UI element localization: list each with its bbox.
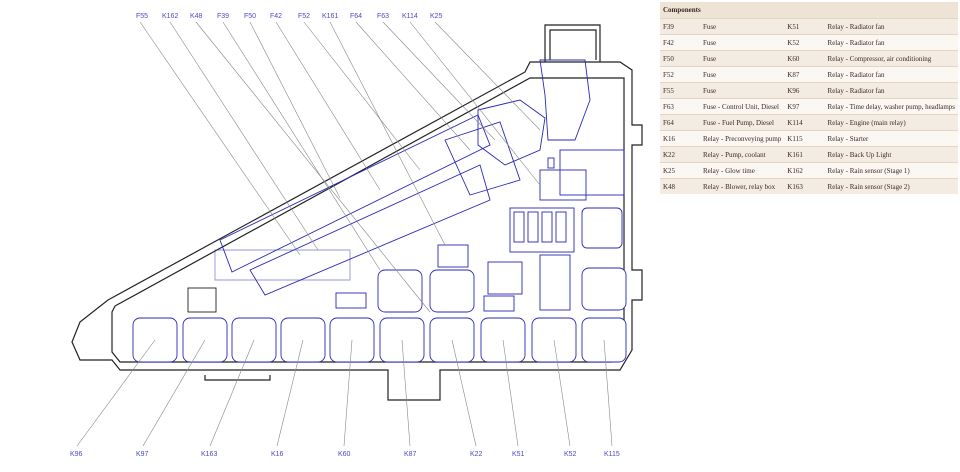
- legend-code: F52: [660, 66, 700, 83]
- label-top: F42: [270, 13, 282, 20]
- legend-description: Relay - Starter: [824, 130, 958, 147]
- relays-upper-row: [377, 267, 627, 313]
- legend-code: K25: [660, 162, 700, 179]
- label-bottom: K163: [201, 451, 217, 458]
- legend-description: Relay - Back Up Light: [824, 146, 958, 163]
- legend-code: K96: [784, 82, 825, 99]
- legend-code: K161: [784, 146, 825, 163]
- legend-description: Fuse - Control Unit, Diesel: [699, 98, 785, 115]
- label-top: K25: [430, 13, 443, 20]
- relays-lower-row: [132, 317, 627, 363]
- legend-code: K16: [660, 130, 700, 147]
- label-top: K48: [190, 13, 203, 20]
- label-bottom: K87: [404, 451, 417, 458]
- label-top: K114: [402, 13, 418, 20]
- label-bottom: K52: [564, 451, 577, 458]
- label-top: K162: [162, 13, 178, 20]
- legend-code: F63: [660, 98, 700, 115]
- legend-code: K163: [784, 178, 825, 194]
- label-bottom: K22: [470, 451, 483, 458]
- label-bottom: K115: [604, 451, 620, 458]
- legend-code: F64: [660, 114, 700, 131]
- legend-description: Relay - Preconveying pump: [699, 130, 785, 147]
- label-bottom: K60: [338, 451, 351, 458]
- legend-description: Relay - Radiator fan: [824, 34, 958, 51]
- legend-description: Relay - Radiator fan: [824, 66, 958, 83]
- legend-code: K114: [784, 114, 825, 131]
- legend-header-row: Components: [660, 2, 958, 19]
- top-labels: F55 K162 K48 F39 F50 F42 F52 K161 F64 F6…: [136, 13, 443, 20]
- legend-description: Fuse: [699, 50, 785, 67]
- legend-description: Relay - Blower, relay box: [699, 178, 785, 194]
- legend-code: F39: [660, 18, 700, 35]
- legend-description: Fuse: [699, 34, 785, 51]
- legend-code: K97: [784, 98, 825, 115]
- legend-code: F42: [660, 34, 700, 51]
- legend-description: Relay - Radiator fan: [824, 82, 958, 99]
- label-bottom: K51: [512, 451, 525, 458]
- legend-description: Fuse: [699, 18, 785, 35]
- legend-description: Relay - Glow time: [699, 162, 785, 179]
- legend-description: Relay - Rain sensor (Stage 2): [824, 178, 958, 194]
- fuse-box-diagram: F55 K162 K48 F39 F50 F42 F52 K161 F64 F6…: [70, 13, 643, 458]
- legend-code: K22: [660, 146, 700, 163]
- legend-description: Relay - Time delay, washer pump, headlam…: [824, 98, 958, 115]
- label-top: K161: [322, 13, 338, 20]
- legend-code: K115: [784, 130, 825, 147]
- bottom-labels: K96 K97 K163 K16 K60 K87 K22 K51 K52 K11…: [70, 451, 620, 458]
- legend-description: Relay - Radiator fan: [824, 18, 958, 35]
- label-top: F63: [377, 13, 389, 20]
- legend-code: K48: [660, 178, 700, 194]
- label-bottom: K16: [271, 451, 284, 458]
- legend-description: Fuse - Fuel Pump, Diesel: [699, 114, 785, 131]
- label-top: F39: [217, 13, 229, 20]
- leader-lines: [76, 21, 613, 447]
- legend-code: K162: [784, 162, 825, 179]
- legend-title: Components: [660, 2, 958, 19]
- label-bottom: K96: [70, 451, 83, 458]
- label-top: F52: [298, 13, 310, 20]
- legend-code: K87: [784, 66, 825, 83]
- legend-description: Relay - Pump, coolant: [699, 146, 785, 163]
- legend-code: K60: [784, 50, 825, 67]
- legend-description: Relay - Compressor, air conditioning: [824, 50, 958, 67]
- legend-code: F55: [660, 82, 700, 99]
- legend-description: Fuse: [699, 66, 785, 83]
- legend-code: F50: [660, 50, 700, 67]
- label-top: F50: [244, 13, 256, 20]
- legend-description: Relay - Engine (main relay): [824, 114, 958, 131]
- label-top: F64: [350, 13, 362, 20]
- legend-description: Fuse: [699, 82, 785, 99]
- label-bottom: K97: [136, 451, 149, 458]
- legend-description: Relay - Rain sensor (Stage 1): [824, 162, 958, 179]
- label-top: F55: [136, 13, 148, 20]
- legend-code: K52: [784, 34, 825, 51]
- legend-code: K51: [784, 18, 825, 35]
